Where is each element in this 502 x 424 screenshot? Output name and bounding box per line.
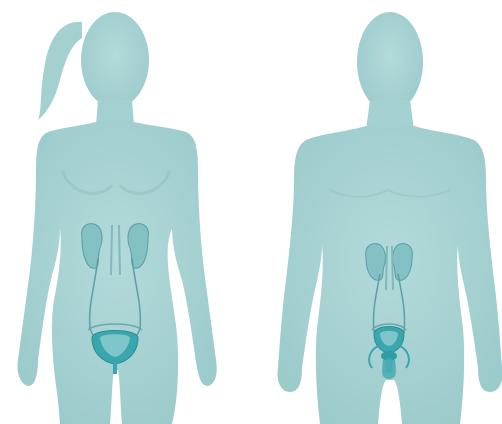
female-neck [96,100,134,125]
male-head [357,12,423,112]
male-penis [382,360,396,379]
female-body [17,122,216,424]
female-vessel-right [119,225,120,275]
male-figure [278,12,502,424]
female-head [81,12,149,108]
female-urethra [113,362,117,374]
female-vessel-left [111,225,112,275]
male-body [278,126,502,424]
male-vessel-right [392,246,393,290]
female-ponytail [38,22,82,120]
male-neck [366,100,414,130]
female-figure [17,12,216,424]
male-vessel-left [386,246,387,290]
